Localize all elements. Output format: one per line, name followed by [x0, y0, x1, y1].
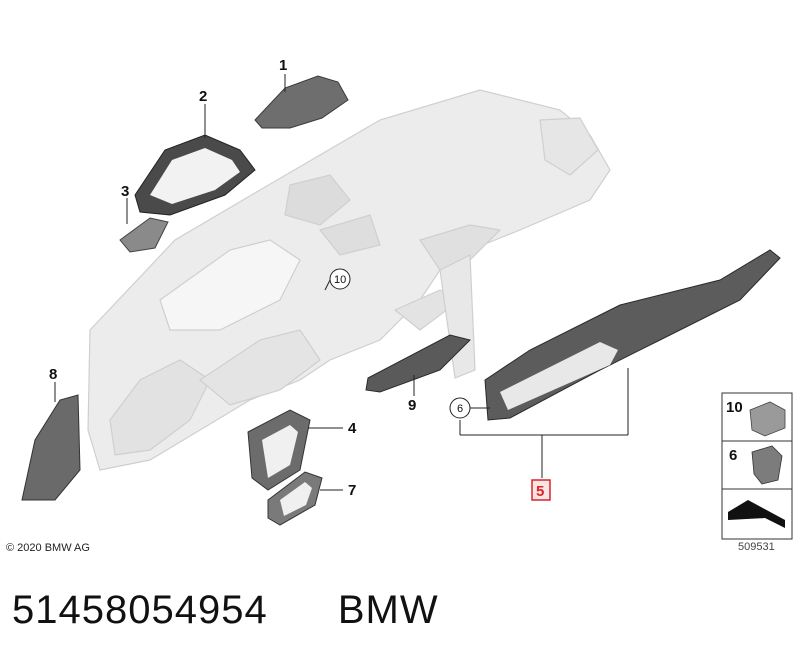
callout-8: 8 [49, 366, 57, 383]
legend-clip-6 [751, 445, 783, 485]
brand-name: BMW [337, 588, 439, 632]
hardware-legend: 10 6 [721, 392, 793, 540]
callout-10: 10 [334, 274, 346, 286]
callout-10-circle: 10 [329, 268, 351, 290]
part-9-lower-trim [365, 334, 471, 393]
part-4-vent-frame [247, 409, 311, 491]
part-caption: 51458054954 BMW [12, 588, 439, 633]
callout-5: 5 [536, 483, 544, 500]
callout-3: 3 [121, 183, 129, 200]
part-1-display-cover [254, 75, 349, 129]
part-number: 51458054954 [12, 588, 268, 632]
legend-clip-10 [749, 401, 786, 437]
callout-9: 9 [408, 397, 416, 414]
diagram-number: 509531 [738, 541, 775, 553]
part-5-decor-trim [484, 249, 781, 421]
callout-5-highlight[interactable]: 5 [531, 479, 551, 501]
callout-6-circle: 6 [449, 397, 471, 419]
legend-item-10-label: 10 [726, 399, 743, 416]
part-3-vent-grille [119, 217, 169, 253]
part-7-vent-insert [267, 471, 323, 526]
part-8-side-trim [21, 394, 81, 501]
callout-7: 7 [348, 482, 356, 499]
callout-1: 1 [279, 57, 287, 74]
legend-seal-strip [728, 500, 785, 528]
legend-item-6-label: 6 [729, 447, 737, 464]
callout-4: 4 [348, 420, 357, 437]
callout-2: 2 [199, 88, 207, 105]
parts-diagram: 1 2 3 4 7 8 9 10 6 5 10 6 [21, 57, 793, 540]
leader-lines [54, 74, 629, 491]
part-2-frame [134, 134, 256, 216]
callout-6: 6 [457, 403, 463, 415]
copyright-notice: © 2020 BMW AG [6, 542, 90, 554]
